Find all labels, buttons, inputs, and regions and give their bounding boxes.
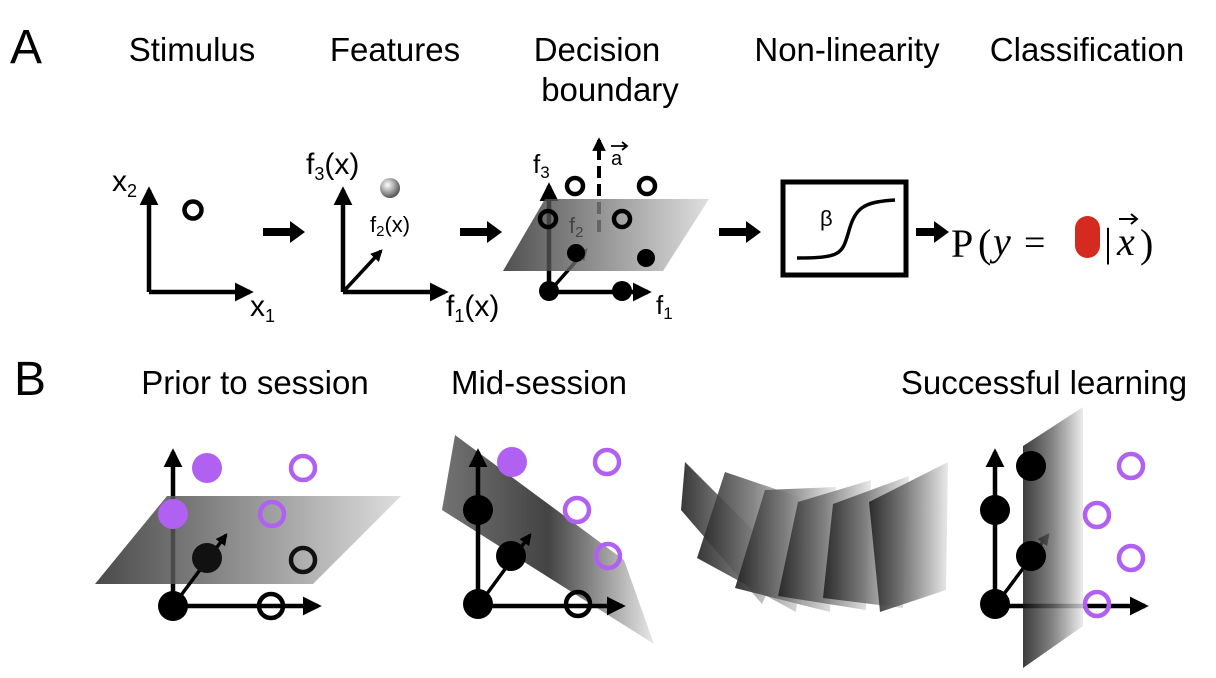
boundary-f3-label: f xyxy=(533,149,541,179)
prior-plane xyxy=(95,496,401,584)
feature-f3-label: f xyxy=(306,148,315,181)
stimulus-x-label: x xyxy=(250,290,265,323)
feature-f2-label: f xyxy=(370,212,377,237)
normal-vector-arrow-glyph xyxy=(611,141,629,151)
title-successful-learning: Successful learning xyxy=(901,364,1187,401)
stage-title-decision: Decision xyxy=(534,31,661,68)
feature-f2-arg: (x) xyxy=(384,212,410,237)
stage-title-boundary: boundary xyxy=(541,71,679,108)
formula-vector-arrow xyxy=(1119,213,1139,225)
stage-title-nonlinearity: Non-linearity xyxy=(754,31,940,68)
formula-close-paren: ) xyxy=(1140,221,1153,266)
svg-text:f2: f2 xyxy=(569,213,583,241)
success-plane xyxy=(1023,407,1083,668)
classification-formula: P ( y = | x ) xyxy=(951,213,1153,266)
title-mid-session: Mid-session xyxy=(451,364,627,401)
boundary-f1-sub: 1 xyxy=(663,304,672,323)
panel-b-label: B xyxy=(14,353,46,406)
stimulus-point xyxy=(182,199,204,221)
decision-plane xyxy=(503,199,709,271)
formula-x: x xyxy=(1116,219,1135,264)
flow-arrow-1 xyxy=(263,221,305,243)
formula-p: P xyxy=(951,221,973,266)
svg-text:f3(x): f3(x) xyxy=(306,148,359,184)
svg-text:x1: x1 xyxy=(250,290,275,326)
title-prior-to-session: Prior to session xyxy=(141,364,368,401)
plane-rotation-sequence xyxy=(681,462,948,612)
feature-f3-sub: 3 xyxy=(314,164,324,184)
svg-text:f1: f1 xyxy=(656,290,673,323)
stimulus-y-label: x xyxy=(112,165,127,198)
formula-bar: | xyxy=(1104,220,1112,265)
boundary-f1-label: f xyxy=(656,290,664,320)
stimulus-x-sub: 1 xyxy=(265,306,275,326)
formula-open-paren: ( xyxy=(978,221,991,266)
feature-f2-sub: 2 xyxy=(376,223,384,240)
formula-equals: = xyxy=(1024,222,1045,264)
sigmoid-box: β xyxy=(780,179,909,278)
feature-f1-sub: 1 xyxy=(454,306,464,326)
boundary-f2-label: f xyxy=(569,213,576,238)
stage-title-features: Features xyxy=(330,31,460,68)
flow-arrow-3 xyxy=(719,221,761,243)
normal-vector-label: a xyxy=(611,148,623,170)
flow-arrow-4 xyxy=(916,221,949,243)
feature-axes: f3(x) f2(x) f1(x) xyxy=(306,148,499,326)
feature-ball xyxy=(380,178,400,198)
successful-learning-diagram xyxy=(980,407,1149,668)
panel-a-label: A xyxy=(10,21,42,74)
svg-text:f2(x): f2(x) xyxy=(370,212,410,240)
decision-boundary-diagram: f3 f2 f1 a xyxy=(503,137,709,323)
category-swatch xyxy=(1075,216,1100,258)
mid-plane xyxy=(442,435,654,644)
mid-session-diagram xyxy=(442,435,654,644)
stage-title-classification: Classification xyxy=(990,31,1184,68)
feature-f1-arg: (x) xyxy=(464,290,499,323)
stimulus-axes: x2 x1 xyxy=(112,165,275,326)
stage-title-stimulus: Stimulus xyxy=(129,31,256,68)
stimulus-y-sub: 2 xyxy=(127,181,137,201)
sigmoid-curve xyxy=(796,198,896,260)
boundary-f3-sub: 3 xyxy=(540,163,549,182)
prior-session-diagram xyxy=(95,448,401,621)
svg-text:f1(x): f1(x) xyxy=(446,290,499,326)
boundary-f2-sub: 2 xyxy=(575,224,583,241)
feature-f1-label: f xyxy=(446,290,455,323)
panel-b-titles: Prior to session Mid-session Successful … xyxy=(141,364,1187,401)
formula-y: y xyxy=(989,219,1011,264)
svg-text:f3: f3 xyxy=(533,149,550,182)
panel-a-stage-titles: Stimulus Features Decision boundary Non-… xyxy=(129,31,1184,108)
svg-text:x2: x2 xyxy=(112,165,137,201)
flow-arrow-2 xyxy=(460,221,502,243)
sigmoid-beta: β xyxy=(820,206,833,231)
feature-f3-arg: (x) xyxy=(324,148,359,181)
